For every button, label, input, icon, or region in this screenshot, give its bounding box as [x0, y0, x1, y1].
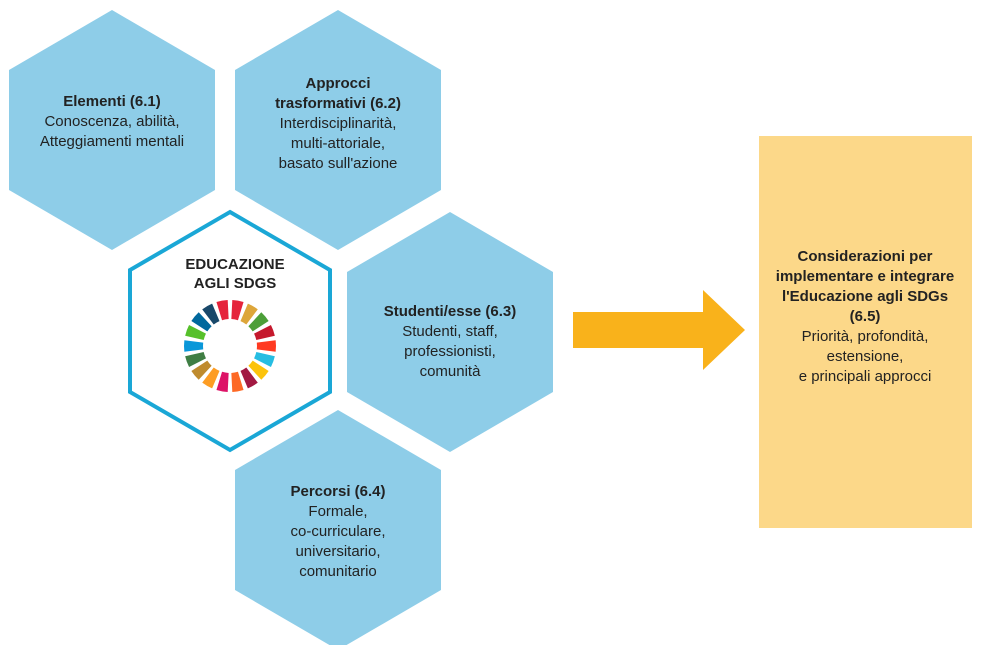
- educazione-title-line: EDUCAZIONE: [185, 256, 285, 273]
- sdg-wheel-segment: [248, 360, 269, 380]
- hex-elementi: [9, 10, 215, 250]
- sdg-wheel-segment: [216, 371, 229, 392]
- sdg-wheel-segment: [254, 325, 275, 340]
- approcci-line: multi-attoriale,: [290, 135, 386, 152]
- sdg-wheel-segment: [231, 371, 244, 392]
- percorsi-line: co-curriculare,: [290, 523, 386, 540]
- sdg-wheel-segment: [254, 352, 275, 367]
- sdg-wheel-segment: [202, 303, 220, 325]
- considerazioni-line: e principali approcci: [798, 368, 932, 385]
- approcci-line: basato sull'azione: [278, 155, 398, 172]
- approcci-text: Approcci trasformativi (6.2) Interdiscip…: [248, 74, 428, 174]
- sdg-wheel-segment: [191, 360, 212, 380]
- considerazioni-title: (6.5): [849, 308, 881, 325]
- sdg-wheel-segment: [231, 300, 244, 321]
- educazione-title: EDUCAZIONE AGLI SDGS: [160, 255, 310, 293]
- arrow-icon: [573, 290, 745, 370]
- sdg-wheel-segment: [240, 303, 258, 325]
- hex-percorsi: [235, 410, 441, 645]
- considerazioni-box: [759, 136, 972, 528]
- hex-approcci: [235, 10, 441, 250]
- studenti-title: Studenti/esse (6.3): [383, 303, 517, 320]
- percorsi-line: universitario,: [295, 543, 381, 560]
- elementi-line: Conoscenza, abilità,: [44, 113, 180, 130]
- sdg-wheel-segment: [256, 340, 276, 352]
- approcci-title: Approcci: [305, 75, 371, 92]
- percorsi-title: Percorsi (6.4): [290, 483, 386, 500]
- sdg-wheel-segment: [185, 325, 206, 340]
- sdg-wheel-segment: [191, 312, 212, 332]
- sdg-wheel-segment: [248, 312, 269, 332]
- studenti-line: professionisti,: [404, 343, 496, 360]
- sdg-wheel-segment: [184, 340, 204, 352]
- studenti-text: Studenti/esse (6.3) Studenti, staff, pro…: [360, 302, 540, 382]
- sdg-wheel-icon: [184, 300, 276, 392]
- percorsi-line: Formale,: [308, 503, 368, 520]
- elementi-line: Atteggiamenti mentali: [39, 133, 185, 150]
- considerazioni-line: Priorità, profondità,: [801, 328, 929, 345]
- considerazioni-title: Considerazioni per: [797, 248, 933, 265]
- considerazioni-title: implementare e integrare: [775, 268, 955, 285]
- approcci-title: trasformativi (6.2): [275, 95, 401, 112]
- sdg-wheel-segment: [216, 300, 229, 321]
- considerazioni-title: l'Educazione agli SDGs: [781, 288, 949, 305]
- studenti-line: Studenti, staff,: [402, 323, 498, 340]
- hex-studenti: [347, 212, 553, 452]
- considerazioni-line: estensione,: [826, 348, 904, 365]
- considerazioni-text: Considerazioni per implementare e integr…: [760, 247, 970, 387]
- elementi-text: Elementi (6.1) Conoscenza, abilità, Atte…: [22, 92, 202, 152]
- studenti-line: comunità: [419, 363, 481, 380]
- hex-educazione: [128, 209, 332, 453]
- approcci-line: Interdisciplinarità,: [279, 115, 397, 132]
- elementi-title: Elementi (6.1): [63, 93, 161, 110]
- percorsi-text: Percorsi (6.4) Formale, co-curriculare, …: [248, 482, 428, 582]
- sdg-wheel-segment: [185, 352, 206, 367]
- educazione-title-line: AGLI SDGS: [193, 275, 277, 292]
- percorsi-line: comunitario: [299, 563, 377, 580]
- sdg-wheel-segment: [202, 367, 220, 389]
- sdg-wheel-segment: [240, 367, 258, 389]
